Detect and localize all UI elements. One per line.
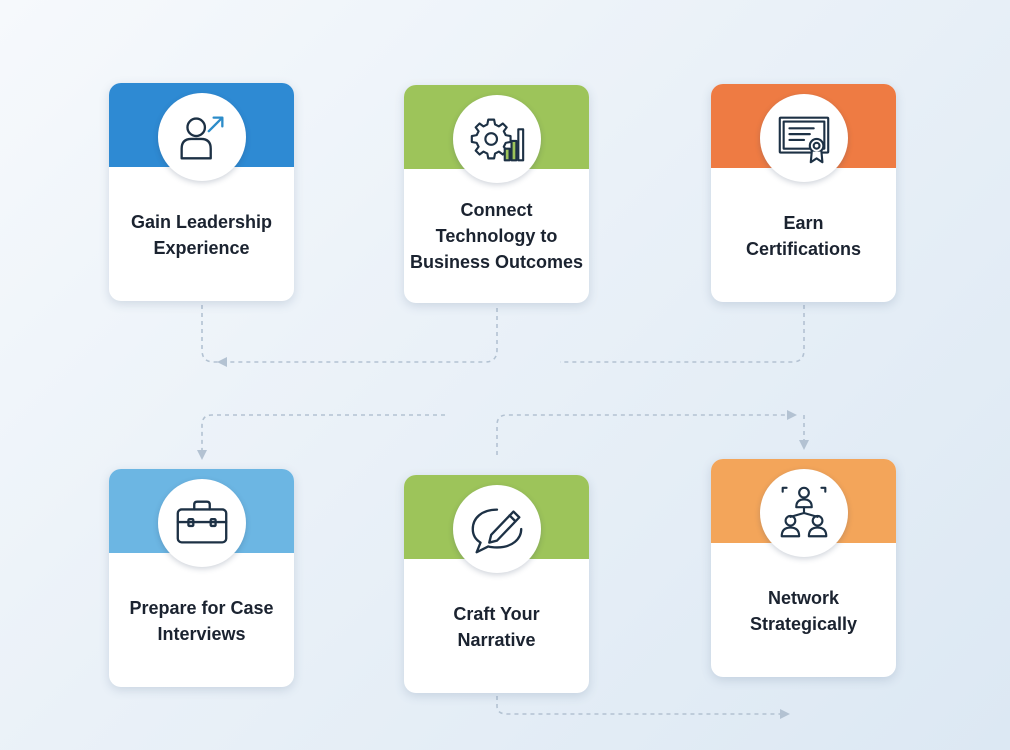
- label-line: Certifications: [745, 239, 862, 259]
- label-line: Experience: [153, 238, 250, 258]
- label-line: Connect: [460, 200, 533, 220]
- step-card-prepare-case-interviews: Prepare for Case Interviews: [109, 469, 294, 687]
- label-line: Network: [767, 588, 839, 608]
- certificate-icon: [778, 116, 829, 164]
- icon-badge: [452, 95, 541, 183]
- label-line: Prepare for Case: [129, 598, 274, 618]
- speech-pen-icon: [471, 508, 522, 554]
- step-card-gain-leadership: Gain Leadership Experience: [109, 83, 294, 301]
- connector-line: [201, 305, 220, 363]
- gear-chart-icon: [470, 118, 524, 162]
- icon-badge: [759, 469, 848, 557]
- step-card-earn-certifications: Earn Certifications: [711, 84, 896, 302]
- network-icon: [780, 486, 827, 538]
- connector-arrow: [496, 696, 790, 719]
- briefcase-icon: [176, 500, 227, 544]
- label-line: Strategically: [749, 614, 858, 634]
- label-line: Craft Your: [453, 604, 540, 624]
- label-line: Technology to: [435, 226, 558, 246]
- connector-arrow: [197, 414, 445, 460]
- icon-badge: [157, 479, 246, 567]
- icon-badge: [157, 93, 246, 181]
- label-line: Business Outcomes: [409, 252, 584, 272]
- label-line: Interviews: [157, 624, 246, 644]
- icon-badge: [759, 94, 848, 182]
- step-card-network-strategically: Network Strategically: [711, 459, 896, 677]
- icon-badge: [452, 485, 541, 573]
- person-growth-icon: [179, 116, 224, 160]
- connector-arrow: [217, 308, 498, 367]
- step-label: Gain Leadership Experience: [109, 209, 294, 261]
- step-label: Connect Technology to Business Outcomes: [404, 197, 589, 275]
- step-label: Network Strategically: [711, 585, 896, 637]
- step-label: Prepare for Case Interviews: [109, 595, 294, 647]
- step-label: Earn Certifications: [711, 210, 896, 262]
- connector-line: [560, 305, 805, 363]
- label-line: Gain Leadership: [130, 212, 273, 232]
- label-line: Narrative: [457, 630, 536, 650]
- step-card-connect-technology: Connect Technology to Business Outcomes: [404, 85, 589, 303]
- label-line: Earn: [783, 213, 824, 233]
- step-card-craft-narrative: Craft Your Narrative: [404, 475, 589, 693]
- step-label: Craft Your Narrative: [404, 601, 589, 653]
- connector-arrow: [496, 410, 797, 455]
